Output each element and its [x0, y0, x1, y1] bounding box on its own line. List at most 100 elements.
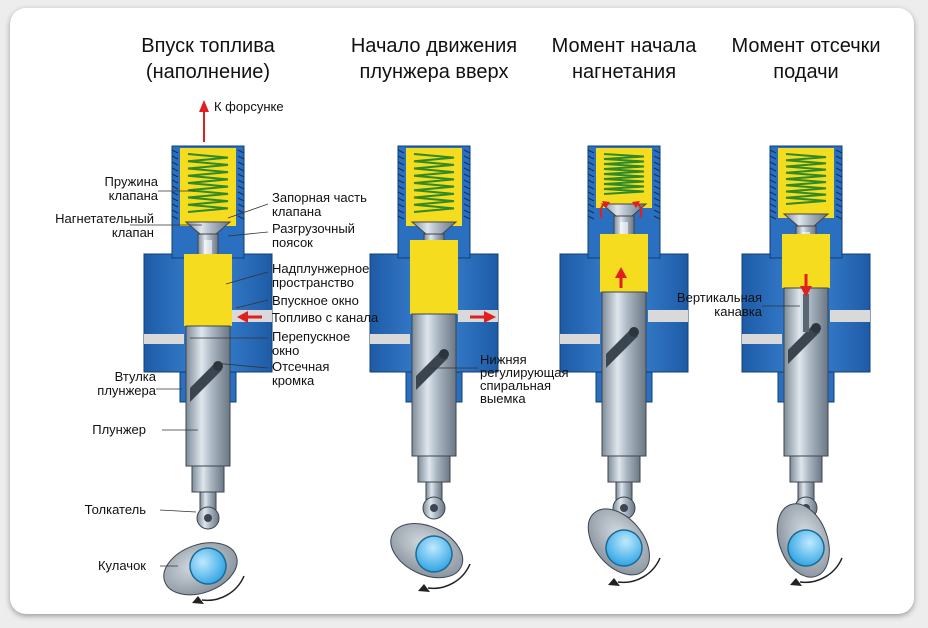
valve-spring — [413, 153, 455, 213]
pusher-roller-axle — [620, 504, 628, 512]
vertical-groove — [803, 294, 809, 332]
thread-mark — [835, 209, 843, 214]
thread-mark — [653, 179, 661, 184]
intake-port — [648, 310, 688, 322]
thread-mark — [587, 215, 595, 220]
cam-rotation-arrow-icon — [427, 563, 471, 590]
label-lower-groove-line3: спиральная — [480, 378, 551, 393]
thread-mark — [835, 215, 843, 220]
thread-mark — [587, 149, 595, 154]
thread-mark — [587, 161, 595, 166]
thread-mark — [397, 209, 405, 214]
label-locking-part-line2: клапана — [272, 204, 322, 219]
thread-mark — [463, 185, 471, 190]
thread-mark — [835, 197, 843, 202]
bypass-port — [370, 334, 410, 344]
thread-mark — [463, 167, 471, 172]
thread-mark — [653, 185, 661, 190]
thread-mark — [835, 191, 843, 196]
label-locking-part-line1: Запорная часть — [272, 190, 367, 205]
thread-mark — [171, 149, 179, 154]
thread-mark — [397, 173, 405, 178]
thread-mark — [171, 197, 179, 202]
thread-mark — [587, 173, 595, 178]
thread-mark — [835, 179, 843, 184]
thread-mark — [769, 167, 777, 172]
pump-stage-3 — [559, 145, 689, 586]
label-plunger: Плунжер — [92, 422, 146, 437]
thread-mark — [171, 179, 179, 184]
thread-mark — [653, 161, 661, 166]
cutoff-edge — [213, 361, 223, 371]
pump-stage-2 — [369, 145, 499, 592]
label-unloading-belt-line2: поясок — [272, 235, 313, 250]
thread-mark — [237, 155, 245, 160]
thread-mark — [769, 209, 777, 214]
stage-title-2-line2: плунжера вверх — [360, 61, 509, 83]
thread-mark — [587, 197, 595, 202]
bypass-port — [560, 334, 600, 344]
cam — [390, 523, 464, 579]
stage-title-1: Впуск топлива (наполнение) — [141, 35, 275, 83]
plunger-foot — [789, 455, 823, 483]
cam — [587, 508, 650, 576]
thread-mark — [653, 167, 661, 172]
stage-title-4: Момент отсечки подачи — [731, 35, 880, 83]
thread-mark — [769, 179, 777, 184]
thread-mark — [769, 215, 777, 220]
pusher-roller-axle — [430, 504, 438, 512]
thread-mark — [397, 179, 405, 184]
thread-mark — [835, 185, 843, 190]
thread-mark — [463, 149, 471, 154]
fuel-inflow-arrow-icon — [237, 311, 262, 323]
label-fuel-from-channel: Топливо с канала — [272, 310, 379, 325]
thread-mark — [835, 155, 843, 160]
label-bypass-port-line1: Перепускное — [272, 329, 350, 344]
thread-mark — [587, 167, 595, 172]
thread-mark — [835, 203, 843, 208]
thread-mark — [171, 167, 179, 172]
thread-mark — [653, 197, 661, 202]
thread-mark — [769, 155, 777, 160]
thread-mark — [237, 197, 245, 202]
spiral-groove — [416, 352, 448, 390]
label-lower-groove-line2: регулирующая — [480, 365, 569, 380]
camshaft — [189, 547, 227, 585]
label-delivery-valve-line1: Нагнетательный — [55, 211, 154, 226]
intake-port — [830, 310, 870, 322]
valve-spring — [187, 153, 229, 213]
spiral-groove — [190, 364, 222, 402]
thread-mark — [835, 161, 843, 166]
stage-title-4-line1: Момент отсечки — [731, 35, 880, 57]
thread-mark — [171, 161, 179, 166]
thread-mark — [237, 191, 245, 196]
label-sleeve-line1: Втулка — [115, 369, 157, 384]
cam — [776, 503, 830, 578]
thread-mark — [587, 209, 595, 214]
cam-rotation-arrow-icon — [617, 557, 661, 584]
thread-mark — [769, 149, 777, 154]
valve-spring — [603, 153, 645, 195]
thread-mark — [171, 191, 179, 196]
thread-mark — [237, 203, 245, 208]
thread-mark — [171, 173, 179, 178]
label-cutoff-edge-line1: Отсечная — [272, 359, 329, 374]
thread-mark — [463, 173, 471, 178]
stage-title-4-line2: подачи — [773, 61, 838, 83]
spiral-groove — [606, 330, 638, 368]
cutoff-edge — [811, 323, 821, 333]
thread-mark — [835, 173, 843, 178]
thread-mark — [587, 155, 595, 160]
label-to-injector: К форсунке — [214, 99, 284, 114]
thread-mark — [653, 209, 661, 214]
thread-mark — [397, 167, 405, 172]
thread-mark — [397, 155, 405, 160]
cam-rotation-arrowhead-icon — [608, 578, 620, 586]
valve-stem-window — [204, 240, 212, 264]
label-lower-groove-line1: Нижняя — [480, 352, 527, 367]
thread-mark — [463, 161, 471, 166]
pump-diagram: Впуск топлива (наполнение) Начало движен… — [55, 35, 881, 604]
thread-mark — [769, 197, 777, 202]
pressure-drop-arrow-icon — [800, 274, 812, 297]
thread-mark — [587, 191, 595, 196]
